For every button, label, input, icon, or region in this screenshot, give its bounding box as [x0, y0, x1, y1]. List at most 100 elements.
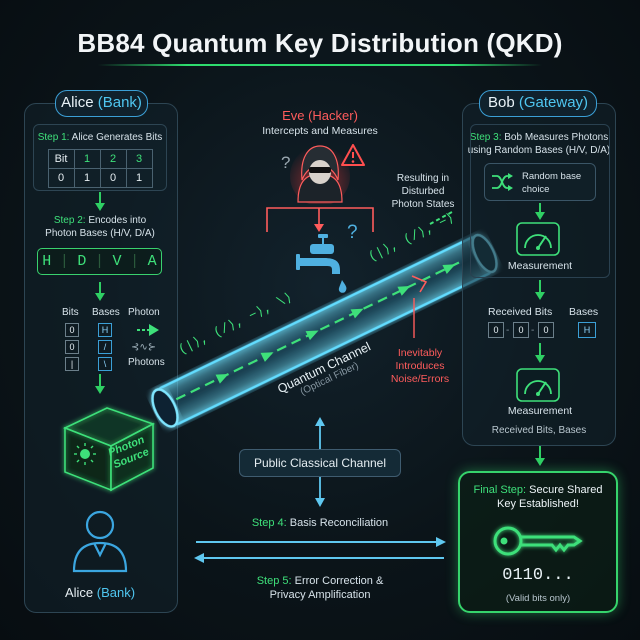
bob-arrow-1 — [535, 203, 545, 220]
hacker-icon — [290, 145, 350, 204]
eve-title: Eve (Hacker) — [230, 108, 410, 123]
noise-line-2: Introduces — [395, 360, 445, 372]
alice-photon-label: Photon — [128, 307, 160, 318]
alice-arrow-3 — [95, 374, 105, 394]
basis-d: D — [77, 253, 87, 270]
alice-footer-name: Alice — [64, 585, 94, 600]
alice-header-pill: Alice (Bank) — [55, 90, 148, 117]
basis-v: V — [112, 253, 122, 270]
final-note: (Valid bits only) — [505, 593, 571, 604]
photon-arrow-icon — [137, 324, 159, 336]
alice-bits-table: Bit 1 2 3 0 1 0 1 — [47, 149, 153, 188]
step5-line2: Privacy Amplification — [269, 589, 371, 601]
warning-icon — [341, 144, 365, 166]
bit-separator: - — [506, 325, 510, 336]
bob-arrow-2 — [535, 280, 545, 300]
table-cell: 1 — [125, 168, 153, 188]
alice-bases-label: Bases — [92, 307, 120, 318]
alice-step1-text: Alice Generates Bits — [71, 132, 163, 143]
alice-bits-label: Bits — [62, 307, 79, 318]
key-icon — [493, 526, 583, 556]
bob-received-bit: 0 — [538, 322, 554, 338]
alice-arrow-1 — [95, 192, 105, 211]
final-key-value: 0110... — [502, 566, 574, 585]
shuffle-icon — [492, 173, 513, 191]
alice-bits-header-row: Bit 1 2 3 — [47, 149, 153, 169]
random-base-line1: Random base — [522, 171, 582, 182]
user-icon — [72, 510, 128, 573]
alice-basis-cell: / — [98, 340, 112, 354]
bob-bases-label: Bases — [569, 306, 599, 318]
noise-line-1: Inevitably — [397, 347, 443, 359]
question-mark-right: ? — [347, 222, 358, 243]
eve-role: (Hacker) — [308, 108, 358, 123]
step4-caption: Step 4: Basis Reconciliation — [200, 517, 440, 530]
final-key-panel — [458, 471, 618, 613]
classical-arrows — [194, 537, 446, 563]
photon-wave-glyph: ⊰∿⊱ — [131, 342, 157, 353]
bob-step3-label: Step 3: — [469, 132, 502, 143]
bob-arrow-3 — [535, 343, 545, 363]
alice-bases-box: H | D | V | A — [37, 248, 162, 275]
bob-step3-line2: using Random Bases (H/V, D/A) — [467, 145, 611, 156]
title-underline — [98, 64, 542, 66]
alice-step1-box: Step 1: Alice Generates Bits Bit 1 2 3 0… — [33, 124, 167, 191]
alice-basis-cell: H — [98, 323, 112, 337]
basis-a: A — [147, 253, 157, 270]
alice-basis-cell: \ — [98, 357, 112, 371]
alice-step2-caption: Step 2: Encodes into Photon Bases (H/V, … — [33, 214, 167, 240]
alice-footer-label: Alice (Bank) — [44, 585, 156, 600]
bob-footer: Received Bits, Bases — [491, 425, 587, 436]
final-line1: Secure Shared — [529, 484, 603, 496]
bob-arrow-final — [535, 446, 545, 466]
random-base-line2: choice — [522, 184, 550, 195]
step4-label: Step 4: — [251, 517, 287, 529]
bob-measurement-2: Measurement — [507, 405, 573, 417]
page-title: BB84 Quantum Key Distribution (QKD) — [77, 28, 563, 58]
basis-h: H — [42, 253, 52, 270]
question-mark-left: ? — [281, 153, 291, 172]
gauge-icon — [516, 222, 560, 256]
public-classical-channel: Public Classical Channel — [239, 449, 401, 477]
alice-bits-value-row: 0 1 0 1 — [47, 168, 153, 188]
noise-caption: Inevitably Introduces Noise/Errors — [380, 347, 460, 386]
bob-header-pill: Bob (Gateway) — [479, 90, 597, 117]
bob-step3-line1: Bob Measures Photons — [504, 132, 609, 143]
eve-result-3: Photon States — [391, 199, 455, 210]
bob-header-org: (Gateway) — [518, 94, 589, 111]
alice-photons-label: Photons — [128, 357, 165, 368]
bob-header-name: Bob — [487, 94, 515, 111]
alice-arrow-2 — [95, 282, 105, 301]
alice-step1-label: Step 1: — [37, 132, 70, 143]
eve-subtitle: Intercepts and Measures — [262, 125, 378, 137]
bit-separator: - — [531, 325, 535, 336]
bob-received-bit: 0 — [513, 322, 529, 338]
final-line2: Key Established! — [497, 498, 579, 510]
eve-intercept-line — [266, 207, 374, 232]
step5-line1: Error Correction & — [294, 575, 384, 587]
bob-step3-box — [470, 124, 610, 278]
eve-result-1: Resulting in — [396, 173, 450, 184]
photon-source-icon — [62, 407, 156, 492]
final-label: Final Step: — [473, 484, 527, 496]
alice-header-name: Alice — [61, 94, 94, 111]
alice-step1-caption: Step 1: Alice Generates Bits — [34, 131, 166, 144]
faucet-icon — [296, 234, 347, 293]
gauge-icon — [516, 368, 560, 402]
eve-name: Eve — [282, 108, 305, 123]
step4-text: Basis Reconciliation — [289, 517, 389, 529]
alice-footer-org: (Bank) — [96, 585, 136, 600]
alice-bit-cell: 0 — [65, 340, 79, 354]
alice-header-org: (Bank) — [97, 94, 142, 111]
noise-line-3: Noise/Errors — [390, 373, 450, 385]
step5-label: Step 5: — [256, 575, 292, 587]
bob-received-basis: H — [578, 322, 596, 338]
eve-result-2: Disturbed — [401, 186, 445, 197]
step5-caption: Step 5: Error Correction & Privacy Ampli… — [200, 574, 440, 602]
final-caption: Final Step: Secure Shared Key Establishe… — [460, 483, 616, 511]
alice-step2-text-1: Encodes into — [88, 215, 147, 226]
bob-received-bit: 0 — [488, 322, 504, 338]
bob-step3-caption: Step 3: Bob Measures Photons using Rando… — [464, 131, 614, 157]
alice-step2-text-2: Photon Bases (H/V, D/A) — [45, 228, 155, 239]
